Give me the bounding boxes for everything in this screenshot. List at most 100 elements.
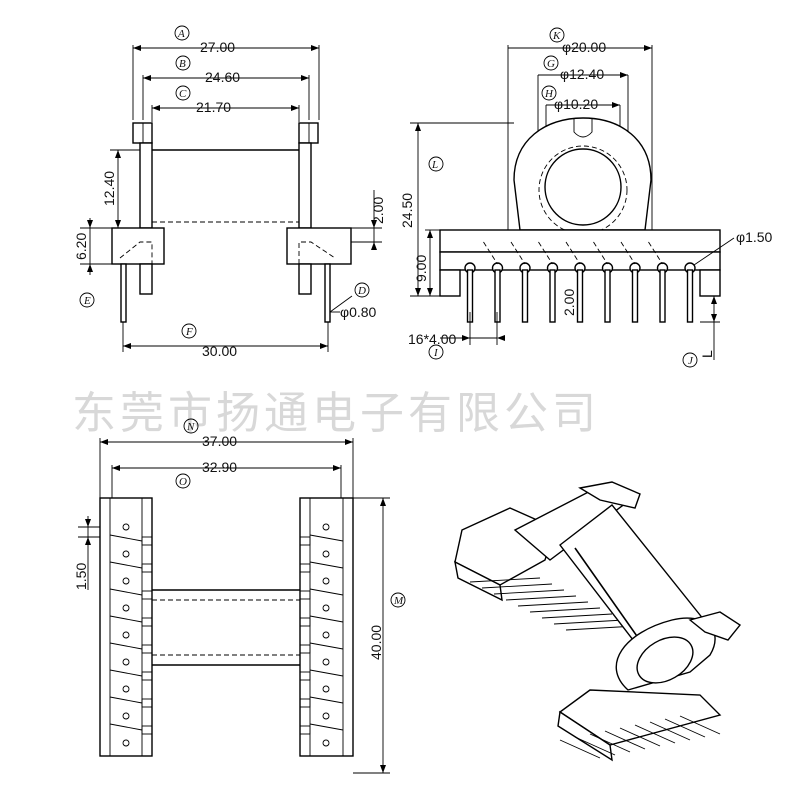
slot-notch [141, 617, 153, 627]
slot-rib [309, 588, 344, 596]
svg-text:M: M [393, 595, 404, 607]
iso-pin [559, 739, 601, 759]
iso-pin [517, 601, 589, 607]
isometric-view [454, 481, 742, 762]
svg-text:J: J [688, 355, 694, 367]
tag-c: C [175, 85, 191, 101]
slot-rib [309, 561, 344, 569]
iso-pin [619, 727, 661, 747]
svg-text:O: O [179, 476, 187, 488]
dim-h3: 6.20 [73, 233, 89, 260]
dim-jl: L [699, 350, 715, 358]
tag-k: K [549, 27, 565, 43]
slot-rib [109, 534, 143, 542]
slot-dot [122, 550, 130, 558]
dim-o: 32.90 [202, 459, 237, 475]
svg-text:I: I [433, 347, 439, 359]
tag-e: E [79, 292, 95, 308]
dim-b: 24.60 [205, 69, 240, 85]
dim-hole: φ1.50 [736, 229, 773, 245]
dim-pins: 16*4.00 [408, 331, 456, 347]
slot-dot [322, 631, 330, 639]
slot-dot [322, 685, 330, 693]
dim-n: 37.00 [202, 433, 237, 449]
dim-p: 1.50 [73, 563, 89, 590]
slot-dot [322, 604, 330, 612]
dim-a: 27.00 [200, 39, 235, 55]
slot-notch [299, 644, 311, 654]
iso-pin [634, 724, 676, 744]
iso-pin [481, 583, 553, 589]
pin [576, 269, 584, 323]
iso-pin [589, 733, 631, 753]
tag-l: L [428, 156, 444, 172]
slot-rib [109, 561, 143, 569]
slot-dot [122, 604, 130, 612]
pin [659, 269, 666, 323]
slot-rib [309, 642, 344, 650]
watermark-text: 东莞市扬通电子有限公司 [72, 388, 600, 439]
slot-dot [322, 658, 330, 666]
slot-notch [299, 617, 311, 627]
slot-notch [299, 590, 311, 600]
slot-dot [322, 712, 330, 720]
iso-pin [679, 715, 721, 735]
dim-m: 40.00 [368, 625, 384, 660]
pin-guide [483, 241, 498, 265]
slot-notch [299, 698, 311, 708]
slot-notch [141, 671, 153, 681]
iso-pin [604, 730, 646, 750]
iso-pin [529, 607, 601, 613]
svg-text:C: C [179, 88, 187, 100]
slot-dot [322, 550, 330, 558]
dim-h1: 12.40 [101, 171, 117, 206]
slot-notch [299, 671, 311, 681]
side-view: φ20.00 φ12.40 φ10.20 24.50 9.00 2.00 φ1.… [399, 27, 773, 368]
dim-hh: φ10.20 [554, 96, 598, 112]
tag-a: A [174, 25, 190, 41]
iso-pin [505, 595, 577, 601]
slot-rib [109, 642, 143, 650]
svg-text:H: H [544, 88, 554, 100]
tag-h: H [541, 85, 557, 101]
pin-guide [593, 241, 608, 265]
slot-dot [322, 739, 330, 747]
iso-pin [469, 577, 541, 583]
tag-d: D [354, 282, 370, 298]
tag-m: M [390, 592, 406, 608]
iso-pin [553, 619, 625, 625]
slot-dot [322, 523, 330, 531]
pin-guide [538, 241, 553, 265]
dim-h2: 2.00 [370, 197, 386, 224]
slot-dot [122, 712, 130, 720]
tag-n: N [183, 418, 199, 434]
tag-i: I [428, 344, 444, 360]
svg-text:G: G [547, 58, 555, 70]
pin-guide [510, 241, 526, 265]
pin [604, 269, 611, 323]
slot-dot [122, 523, 130, 531]
slot-rib [309, 669, 344, 677]
svg-text:B: B [179, 58, 186, 70]
iso-pin [574, 736, 616, 756]
iso-pin [664, 718, 706, 738]
pin [521, 269, 529, 323]
slot-notch [141, 698, 153, 708]
slot-notch [299, 725, 311, 735]
slot-dot [122, 739, 130, 747]
dim-pin: φ0.80 [340, 304, 377, 320]
svg-text:A: A [177, 28, 185, 40]
top-view: 37.00 32.90 1.50 40.00 N O M [73, 418, 406, 774]
svg-text:K: K [552, 30, 561, 42]
svg-text:L: L [431, 159, 438, 171]
front-view: 27.00 24.60 21.70 12.40 2.00 6.20 φ0.80 … [73, 25, 386, 359]
slot-rib [109, 615, 143, 623]
pin [494, 269, 501, 323]
tag-f: F [181, 323, 197, 339]
dim-pitch: 2.00 [561, 289, 577, 316]
slot-dot [122, 685, 130, 693]
slot-dot [122, 658, 130, 666]
iso-pin [493, 589, 565, 595]
dim-base: 9.00 [413, 255, 429, 282]
